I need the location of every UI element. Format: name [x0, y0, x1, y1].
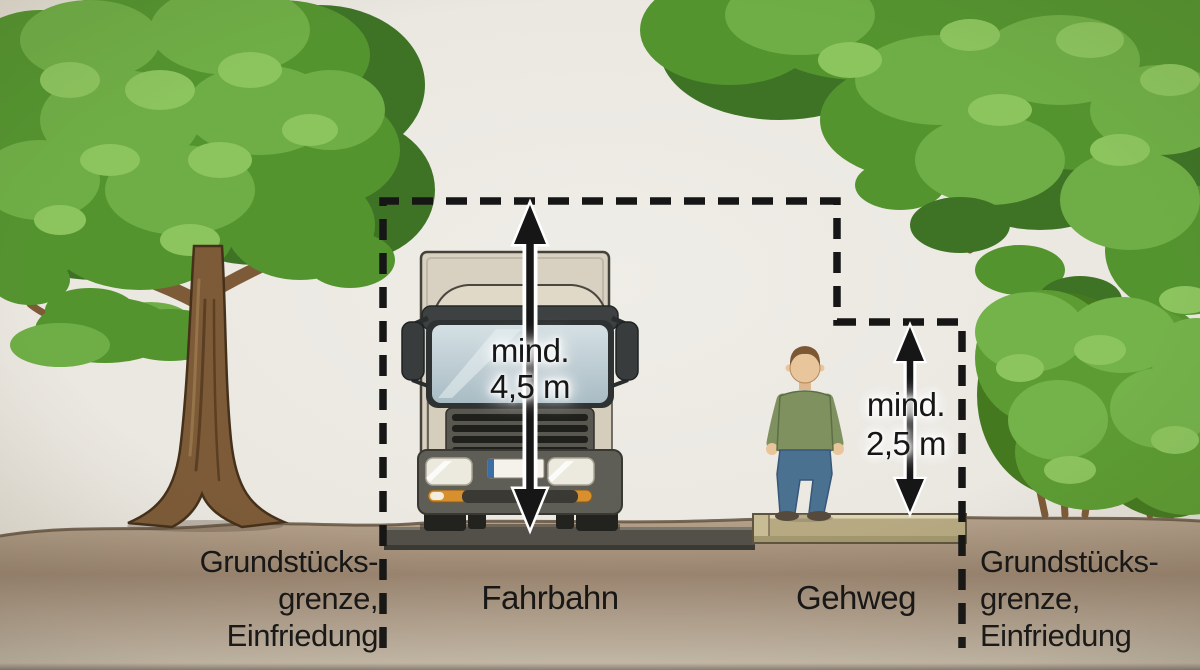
clearance-envelope-dashed-line [379, 197, 966, 648]
truck-headlights [425, 457, 595, 486]
person-hair [789, 346, 821, 366]
tree-left-bark-lines [188, 278, 221, 482]
truck-illustration [401, 250, 639, 531]
tree-left-trunk [127, 244, 289, 529]
tree-left-canopy [0, 0, 435, 367]
truck-windshield [432, 325, 608, 403]
truck-clearance-line2: 4,5 m [489, 368, 571, 405]
person-jeans [776, 449, 833, 514]
boundary-left-line2: grenze, [278, 581, 378, 616]
ground [0, 514, 1200, 670]
hedge-foliage [975, 290, 1200, 518]
boundary-right-line1: Grundstücks- [980, 544, 1159, 579]
boundary-right-line3: Einfriedung [980, 618, 1132, 653]
boundary-right-line2: grenze, [980, 581, 1080, 616]
tree-right-canopy [640, 0, 1200, 354]
boundary-left-line1: Grundstücks- [199, 544, 379, 579]
walkway-clearance-line2: 2,5 m [865, 425, 947, 462]
walkway-clearance-arrow [892, 321, 928, 518]
walkway-clearance-label: mind. 2,5 m [831, 385, 981, 463]
tree-left-illustration [0, 0, 435, 532]
truck-shadow [420, 524, 620, 530]
walkway-clearance-line1: mind. [866, 386, 946, 423]
boundary-right-label: Grundstücks- grenze, Einfriedung [980, 543, 1200, 654]
truck-clearance-line1: mind. [490, 332, 570, 369]
walkway-label: Gehweg [796, 579, 916, 616]
person-illustration [766, 346, 844, 522]
person-shoe [807, 511, 831, 521]
person-shoe [775, 511, 799, 521]
boundary-left-line3: Einfriedung [226, 618, 379, 653]
truck-clearance-arrow [510, 198, 550, 535]
road-label: Fahrbahn [481, 579, 619, 616]
boundary-left-label: Grundstücks- grenze, Einfriedung [150, 543, 379, 654]
truck-clearance-label: mind. 4,5 m [450, 333, 610, 405]
hedge-illustration [975, 290, 1200, 519]
tree-right-illustration [640, 0, 1200, 354]
truck-mirrors [401, 315, 639, 388]
person-sweater [776, 390, 834, 455]
